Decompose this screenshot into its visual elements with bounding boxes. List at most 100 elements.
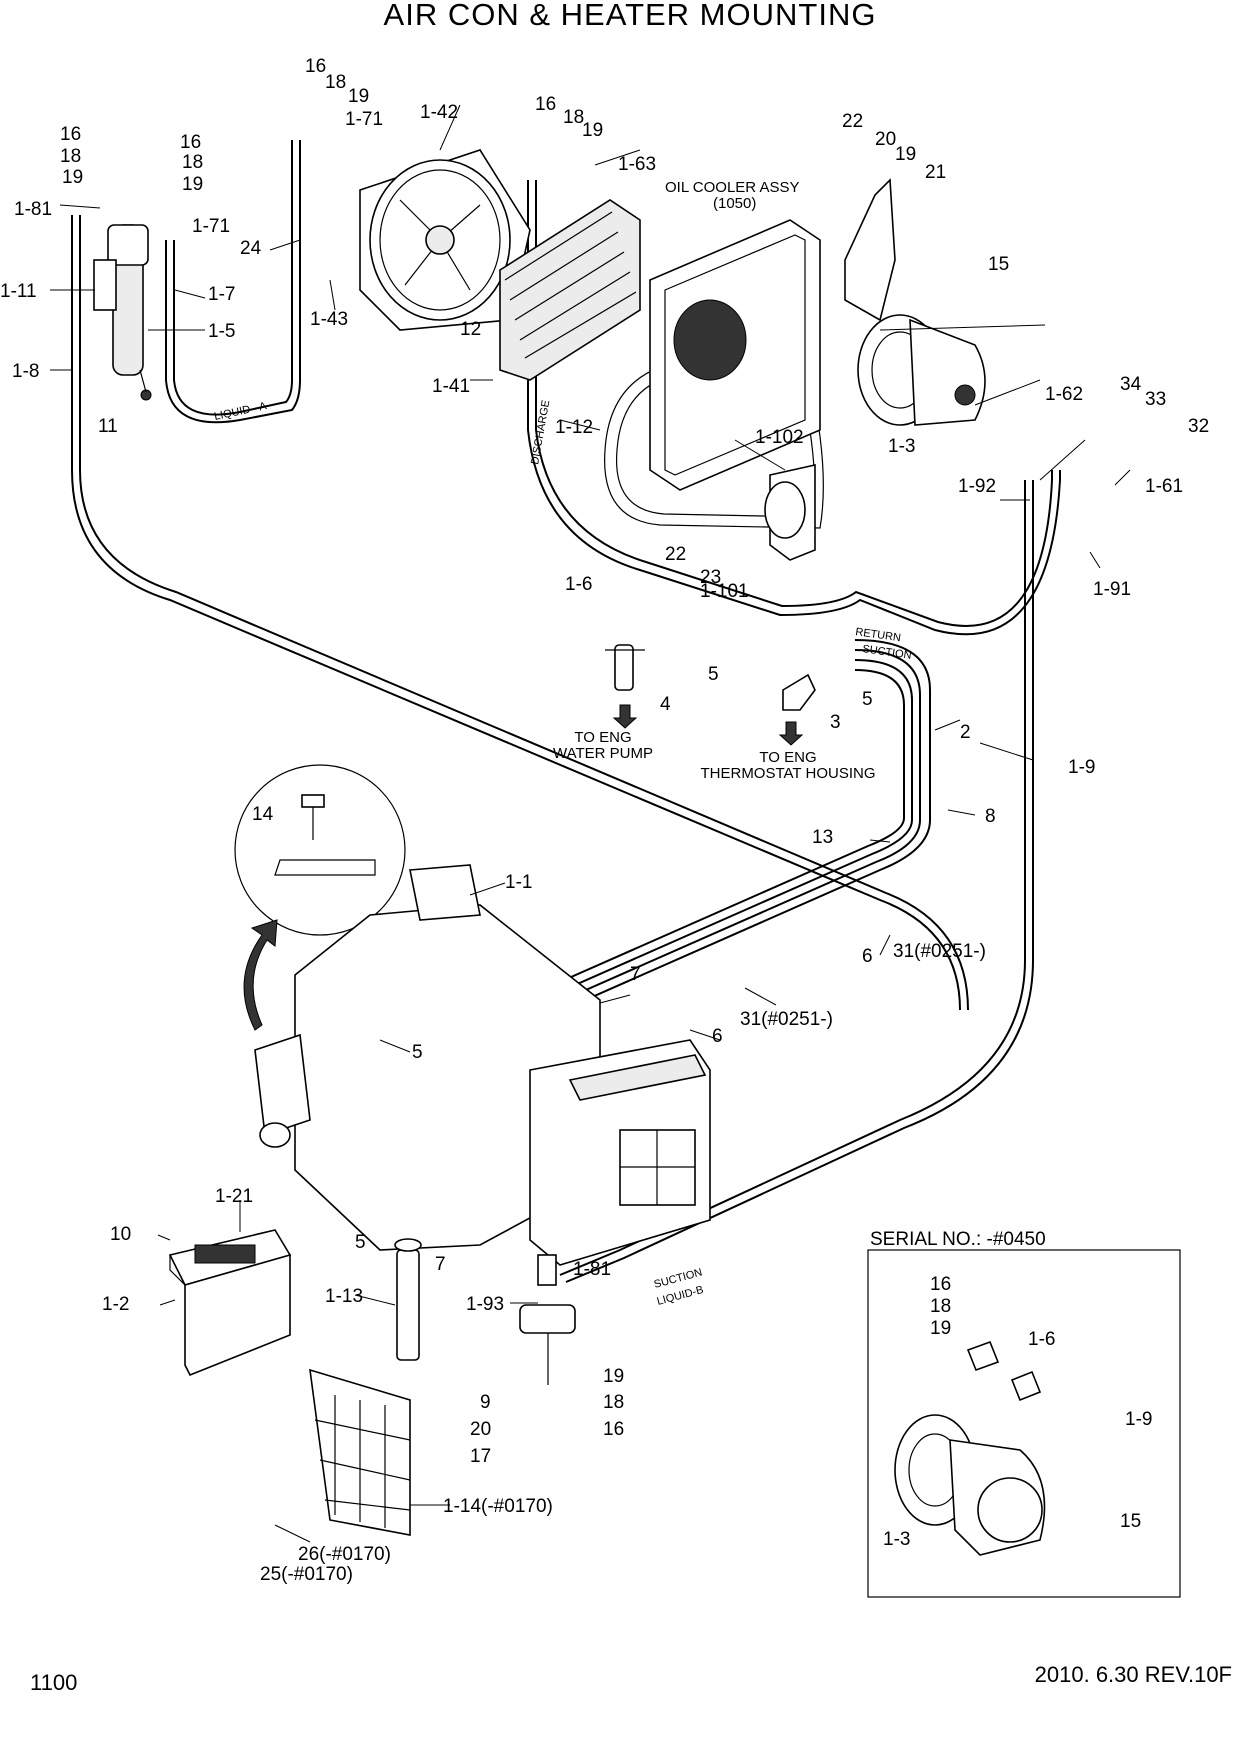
- callout: 1-81: [14, 199, 52, 220]
- callout: 14: [252, 804, 274, 825]
- callout: 1-8: [12, 361, 39, 382]
- hose-1-8: [71, 215, 969, 1011]
- callout: 1-7: [208, 284, 235, 305]
- condenser-fan: [359, 149, 531, 331]
- arrow-to-thermostat: [778, 721, 804, 746]
- callout: 18: [325, 72, 346, 93]
- note-to-eng: TO ENG: [574, 729, 631, 746]
- callout: 1-3: [888, 436, 915, 457]
- callout: 1-81: [573, 1259, 611, 1280]
- callout: 11: [98, 416, 118, 437]
- callout: 1-9: [1068, 757, 1095, 778]
- callout: 12: [460, 319, 481, 340]
- callout: 4: [660, 694, 671, 715]
- hvac-unit: [254, 864, 711, 1266]
- callout: 32: [1188, 416, 1209, 437]
- callout: 6: [862, 946, 873, 967]
- hose-marking-suction: SUCTION: [862, 643, 913, 662]
- callout: 26(-#0170): [298, 1544, 391, 1565]
- callout: 24: [240, 238, 262, 259]
- callout: 1-63: [618, 154, 656, 175]
- callout: 23: [700, 567, 721, 588]
- callout: 1-41: [432, 376, 470, 397]
- revision-date: 2010. 6.30 REV.10F: [1035, 1662, 1232, 1687]
- hose-marking-discharge: DISCHARGE: [529, 399, 552, 465]
- callout: 18: [182, 152, 203, 173]
- callout: 1-9: [1125, 1409, 1152, 1430]
- callout: 22: [842, 111, 863, 132]
- callout: 16: [603, 1419, 624, 1440]
- callout: 16: [180, 132, 201, 153]
- receiver-drier: [93, 224, 152, 401]
- callout-labels: 16 18 19 1-71 1-42 16 18 19 1-63 16 16 1…: [0, 56, 1209, 1585]
- callout: 7: [435, 1254, 446, 1275]
- callout: 19: [62, 167, 83, 188]
- diagram-title: AIR CON & HEATER MOUNTING: [384, 0, 877, 32]
- callout: 5: [355, 1232, 366, 1253]
- callout: 16: [535, 94, 556, 115]
- note-oil-cooler-ref: (1050): [713, 195, 756, 212]
- callout: 33: [1145, 389, 1166, 410]
- callout: 1-12: [555, 417, 593, 438]
- oil-cooler: [649, 219, 821, 491]
- callout: 19: [603, 1366, 624, 1387]
- callout: 1-61: [1145, 476, 1183, 497]
- tensioner: [764, 464, 816, 561]
- callout: 1-62: [1045, 384, 1083, 405]
- callout: 19: [582, 120, 603, 141]
- callout: 21: [925, 162, 946, 183]
- callout: 6: [712, 1026, 723, 1047]
- callout: 19: [348, 86, 369, 107]
- callout: 17: [470, 1446, 491, 1467]
- callout: 1-5: [208, 321, 235, 342]
- callout: 16: [60, 124, 81, 145]
- diagram-notes: OIL COOLER ASSY (1050) TO ENG WATER PUMP…: [553, 179, 876, 782]
- inset-labels: SERIAL NO.: -#0450 16 18 19 1-6 1-9 15 1…: [870, 1229, 1152, 1550]
- note-water-pump: WATER PUMP: [553, 745, 653, 762]
- callout: 1-14(-#0170): [443, 1496, 553, 1517]
- page-number: 1100: [30, 1670, 77, 1695]
- callout: 1-21: [215, 1186, 253, 1207]
- callout: 10: [110, 1224, 131, 1245]
- detail-circle-14: [234, 764, 406, 936]
- callout: 25(-#0170): [260, 1564, 353, 1585]
- callout: 20: [875, 129, 896, 150]
- callout: 18: [603, 1392, 624, 1413]
- callout: 1-91: [1093, 579, 1131, 600]
- serial-inset: [867, 1249, 1181, 1598]
- callout: 1-43: [310, 309, 348, 330]
- callout: 34: [1120, 374, 1142, 395]
- duct-1-13: [394, 1238, 422, 1361]
- callout: 1-6: [1028, 1329, 1055, 1350]
- callout: 18: [563, 107, 584, 128]
- compressor: [857, 314, 986, 426]
- callout: 1-11: [0, 281, 37, 302]
- callout: 16: [305, 56, 326, 77]
- note-thermostat-housing: THERMOSTAT HOUSING: [700, 765, 875, 782]
- arrow-to-water-pump: [612, 704, 638, 729]
- callout: 1-93: [466, 1294, 504, 1315]
- callout: 18: [60, 146, 81, 167]
- callout: 19: [930, 1318, 951, 1339]
- callout: 20: [470, 1419, 491, 1440]
- callout: 1-42: [420, 102, 458, 123]
- callout: 19: [895, 144, 916, 165]
- callout: 1-13: [325, 1286, 363, 1307]
- callout: 15: [988, 254, 1009, 275]
- callout: 1-101: [700, 581, 749, 602]
- filter-1-14: [309, 1368, 411, 1536]
- callout: 1-71: [192, 216, 230, 237]
- callout: 19: [182, 174, 203, 195]
- callout: 7: [630, 964, 641, 985]
- bracket-21: [844, 178, 896, 322]
- hose-2-heater: [527, 639, 931, 1021]
- callout: 3: [830, 712, 841, 733]
- callout: 2: [960, 722, 971, 743]
- callout: 8: [985, 806, 996, 827]
- callout: 9: [480, 1392, 491, 1413]
- callout: 15: [1120, 1511, 1141, 1532]
- hose-1-9: [559, 480, 1034, 1283]
- callout: 1-3: [883, 1529, 910, 1550]
- callout: 1-71: [345, 109, 383, 130]
